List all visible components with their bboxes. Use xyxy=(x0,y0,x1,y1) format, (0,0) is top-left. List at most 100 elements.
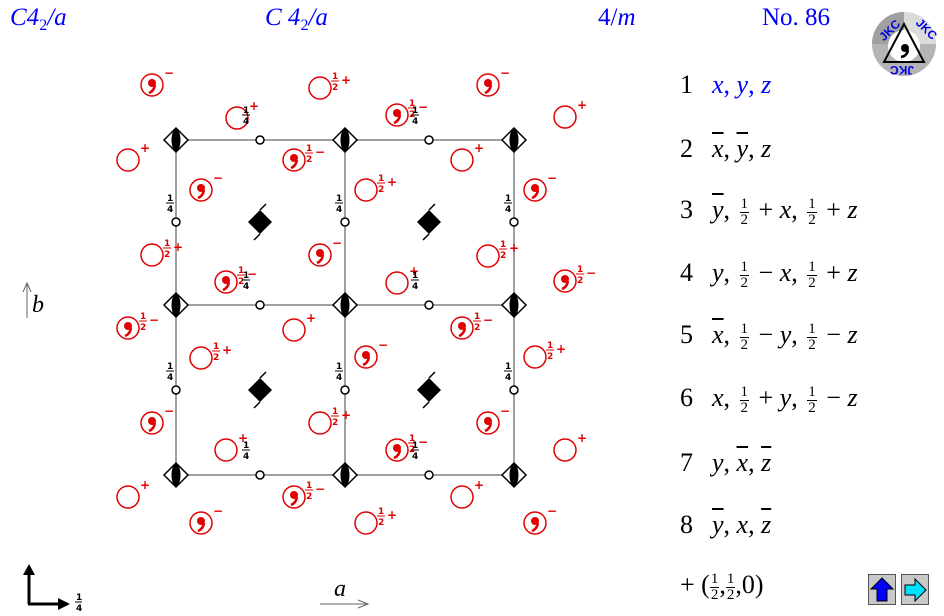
b-axis-label: b xyxy=(32,292,44,318)
svg-text:−: − xyxy=(500,66,510,80)
svg-text:2: 2 xyxy=(332,418,338,428)
position-comma-icon: − xyxy=(523,504,557,535)
svg-text:−: − xyxy=(586,266,596,280)
inversion-centre-icon: 14 xyxy=(335,194,350,227)
inversion-centre-icon: 14 xyxy=(411,271,434,310)
svg-text:2: 2 xyxy=(500,251,506,261)
svg-text:−: − xyxy=(149,313,159,327)
position-circle-icon: 12+ xyxy=(189,342,232,370)
svg-text:1: 1 xyxy=(409,99,415,109)
svg-text:+: + xyxy=(509,241,519,255)
svg-text:1: 1 xyxy=(409,434,415,444)
svg-text:−: − xyxy=(164,404,174,418)
svg-text:−: − xyxy=(418,435,428,449)
inversion-centre-icon: 14 xyxy=(335,362,350,395)
screw-axis-icon xyxy=(331,291,359,319)
up-arrow-icon xyxy=(869,577,895,602)
svg-text:+: + xyxy=(474,478,484,492)
svg-text:4: 4 xyxy=(243,117,249,127)
position-comma-icon: − xyxy=(140,66,174,97)
svg-text:−: − xyxy=(213,504,223,518)
svg-text:+: + xyxy=(387,175,397,189)
a-axis-label: a xyxy=(334,576,346,602)
inversion-centre-icon: 14 xyxy=(504,362,519,395)
svg-text:−: − xyxy=(213,171,223,185)
position-comma-icon: − xyxy=(476,404,510,435)
svg-text:2: 2 xyxy=(164,250,170,260)
screw-axis-icon xyxy=(500,461,528,489)
svg-text:4: 4 xyxy=(412,452,418,462)
svg-text:2: 2 xyxy=(238,277,244,287)
svg-text:−: − xyxy=(315,145,325,159)
svg-text:+: + xyxy=(341,408,351,422)
svg-text:2: 2 xyxy=(547,352,553,362)
svg-text:4: 4 xyxy=(167,373,173,383)
svg-text:4: 4 xyxy=(243,452,249,462)
svg-text:1: 1 xyxy=(332,72,338,82)
inversion-centre-icon: 14 xyxy=(166,194,181,227)
svg-text:+: + xyxy=(222,343,232,357)
svg-text:1: 1 xyxy=(412,271,418,281)
screw-axis-icon xyxy=(500,126,528,154)
position-comma-icon: − xyxy=(308,236,342,267)
svg-text:1: 1 xyxy=(243,271,249,281)
four-bar-axis-icon xyxy=(417,371,441,409)
position-comma-icon: 12− xyxy=(282,481,325,509)
svg-text:4: 4 xyxy=(505,373,511,383)
svg-text:1: 1 xyxy=(505,362,511,372)
point-group: 4/m xyxy=(598,4,636,31)
position-circle-icon: + xyxy=(116,478,150,509)
svg-text:1: 1 xyxy=(167,194,173,204)
svg-text:2: 2 xyxy=(378,518,384,528)
position-comma-icon: 12− xyxy=(282,144,325,172)
position-circle-icon: + xyxy=(282,311,316,342)
position-comma-icon: − xyxy=(189,504,223,535)
svg-text:1: 1 xyxy=(332,407,338,417)
position-comma-icon: 12− xyxy=(385,99,428,127)
position-circle-icon: + xyxy=(553,98,587,129)
space-group-diagram: −12+−+12−++12−+−12+−12+−12+12−+12−12−+12… xyxy=(22,66,596,614)
position-circle-icon: + xyxy=(385,264,419,295)
inversion-centre-icon: 14 xyxy=(166,362,181,395)
position-comma-icon: − xyxy=(189,171,223,202)
svg-text:−: − xyxy=(332,236,342,250)
svg-text:+: + xyxy=(474,141,484,155)
up-button[interactable] xyxy=(868,574,896,605)
position-circle-icon: 12+ xyxy=(140,239,183,267)
four-bar-axis-icon xyxy=(417,203,441,241)
svg-text:+: + xyxy=(173,240,183,254)
position-circle-icon: 12+ xyxy=(308,407,351,435)
svg-text:1: 1 xyxy=(76,593,82,603)
general-positions: −12+−+12−++12−+−12+−12+−12+12−+12−12−+12… xyxy=(116,66,596,535)
screw-axis-icon xyxy=(162,291,190,319)
jkc-logo[interactable]: JKC JKC JKC xyxy=(870,10,938,78)
inversion-centre-icon: 14 xyxy=(411,106,434,145)
position-circle-icon: 12+ xyxy=(354,507,397,535)
svg-text:−: − xyxy=(164,66,174,80)
position-circle-icon: 12+ xyxy=(523,341,566,369)
svg-text:4: 4 xyxy=(243,282,249,292)
svg-text:2: 2 xyxy=(332,83,338,93)
screw-axis-icon xyxy=(331,126,359,154)
position-comma-icon: 12− xyxy=(385,434,428,462)
position-circle-icon: + xyxy=(116,141,150,172)
space-group-number: No. 86 xyxy=(762,4,831,31)
b-axis-arrow xyxy=(22,281,32,318)
inversion-centre-icon: 14 xyxy=(411,441,434,480)
next-button[interactable] xyxy=(901,574,929,605)
svg-text:−: − xyxy=(378,338,388,352)
svg-text:1: 1 xyxy=(243,106,249,116)
position-comma-icon: − xyxy=(523,171,557,202)
four-bar-axis-icon xyxy=(248,371,272,409)
svg-text:+: + xyxy=(140,478,150,492)
svg-text:+: + xyxy=(249,99,259,113)
